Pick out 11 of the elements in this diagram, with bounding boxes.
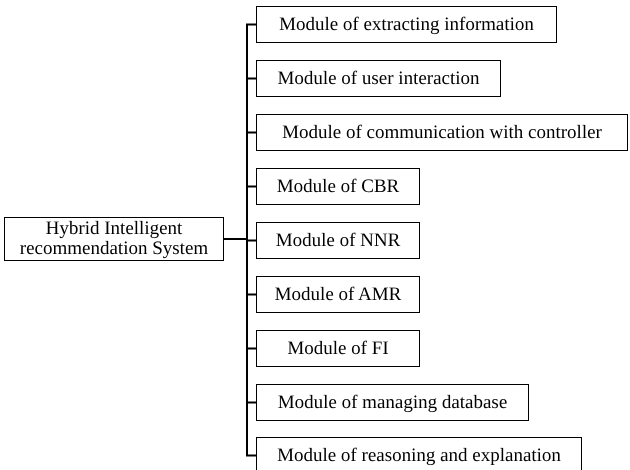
module-box: Module of CBR: [256, 168, 420, 205]
module-box: Module of reasoning and explanation: [256, 437, 582, 470]
connector-line: [224, 238, 256, 456]
module-box: Module of AMR: [256, 276, 420, 313]
module-box: Module of user interaction: [256, 60, 501, 97]
module-box: Module of NNR: [256, 222, 420, 259]
root-box: Hybrid Intelligent recommendation System: [4, 217, 224, 261]
module-box: Module of communication with controller: [256, 114, 628, 151]
module-box: Module of managing database: [256, 384, 529, 421]
module-box: Module of extracting information: [256, 6, 557, 43]
module-box: Module of FI: [256, 330, 420, 367]
